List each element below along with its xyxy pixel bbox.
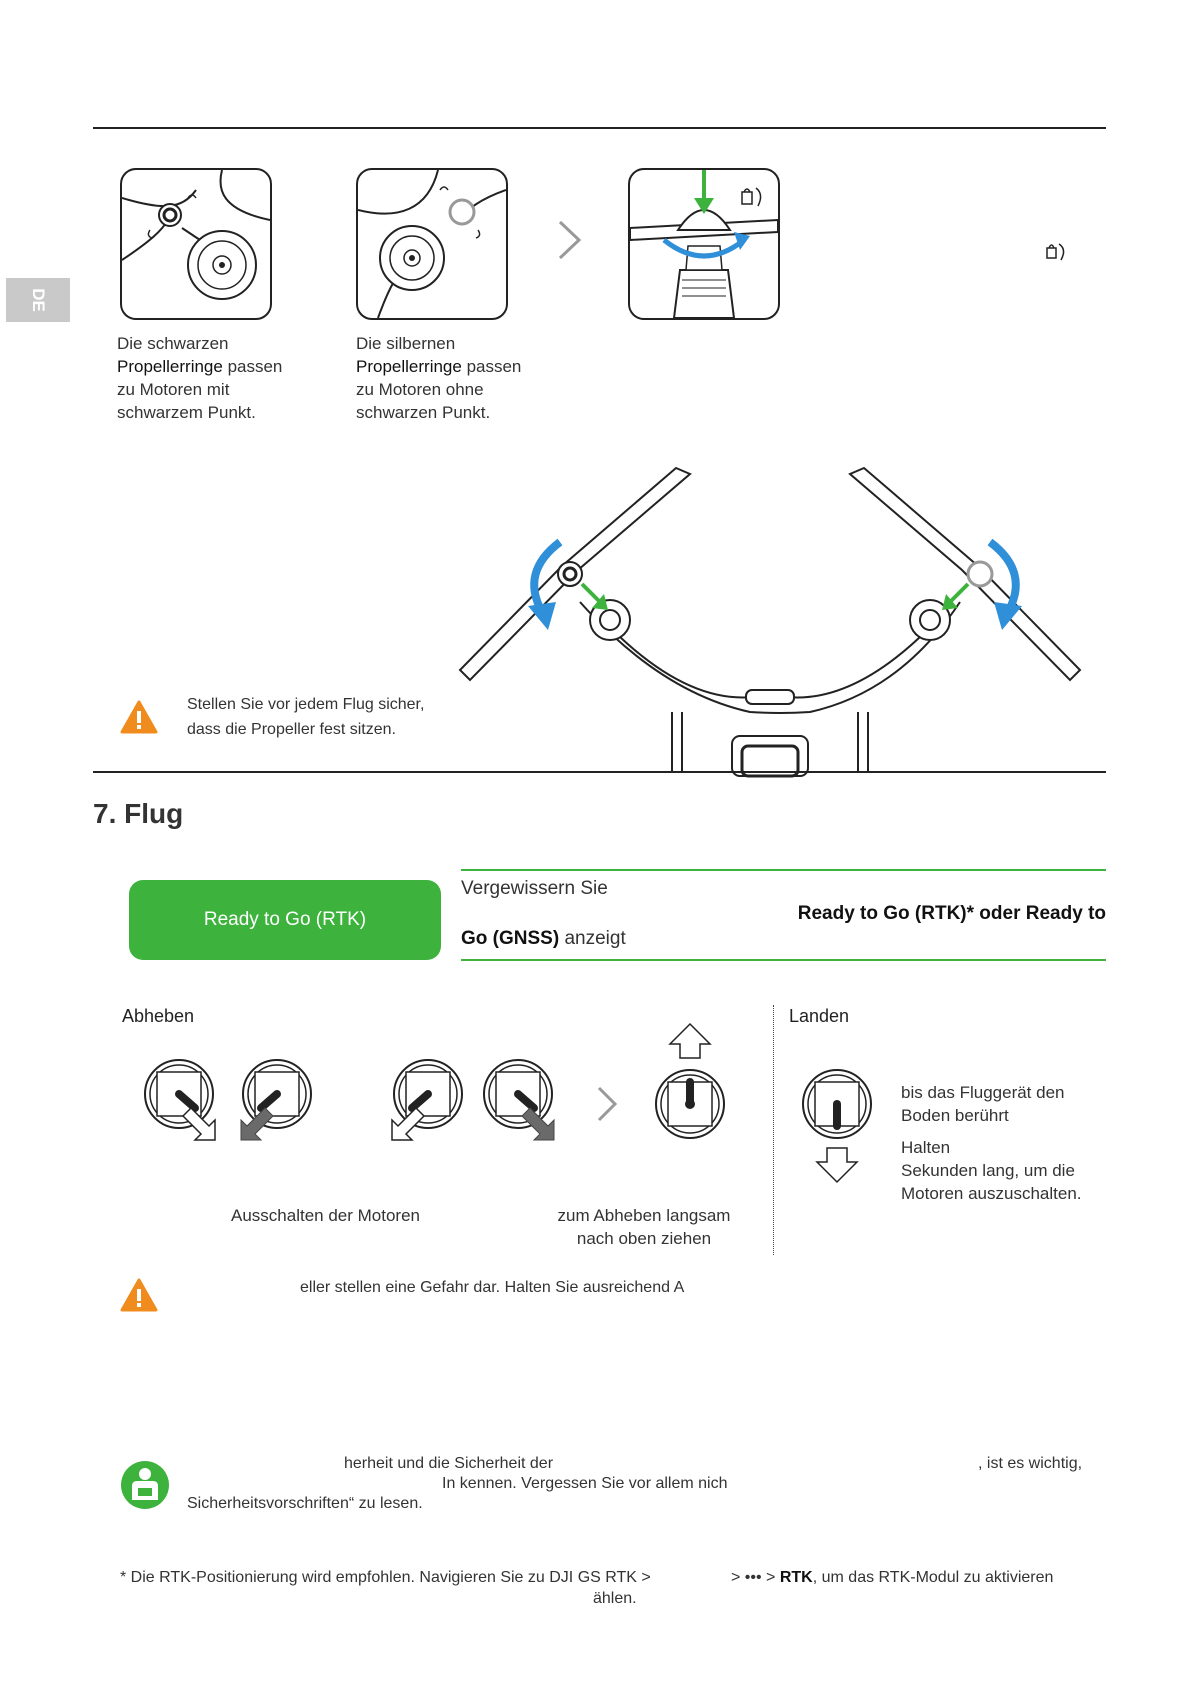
- section-rule: [93, 771, 1106, 773]
- green-rule-bottom: [461, 959, 1106, 961]
- propeller-danger-warning: eller stellen eine Gefahr dar. Halten Si…: [300, 1279, 685, 1296]
- footnote-line2: ählen.: [593, 1590, 637, 1607]
- stick-down-left-icon: [240, 1059, 312, 1141]
- section-title: 7. Flug: [93, 798, 184, 829]
- black-propeller-ring-image: [120, 168, 272, 320]
- footnote-part1: * Die RTK-Positionierung wird empfohlen.…: [120, 1569, 651, 1586]
- silver-propeller-ring-image: [356, 168, 508, 320]
- check-text-line1: Vergewissern Sie: [461, 878, 608, 899]
- warning-icon: [120, 700, 158, 734]
- safety-person-icon: [121, 1461, 169, 1509]
- propeller-warning-text: Stellen Sie vor jedem Flug sicher, dass …: [187, 696, 425, 738]
- chevron-right-icon-2: [597, 1086, 618, 1122]
- takeoff-landing-divider: [773, 1005, 774, 1255]
- language-tab[interactable]: DE: [6, 278, 70, 322]
- landing-text: bis das Fluggerät den Boden berührt Halt…: [901, 1083, 1082, 1203]
- takeoff-heading: Abheben: [122, 1006, 195, 1026]
- green-rule-top: [461, 869, 1106, 871]
- lift-caption: zum Abheben langsam nach oben ziehen: [557, 1206, 731, 1248]
- throttle-up-icon: [655, 1022, 725, 1139]
- drone-propeller-illustration: [458, 466, 1082, 778]
- propeller-mounting-image: [628, 168, 780, 320]
- throttle-down-icon: [802, 1069, 872, 1184]
- safety-note-line1b: , ist es wichtig,: [978, 1455, 1083, 1472]
- stick-down-right-icon: [144, 1059, 216, 1141]
- check-text-line3: Go (GNSS) anzeigt: [461, 928, 626, 949]
- language-tab-label: DE: [29, 288, 48, 312]
- footnote-part2: > ••• > RTK, um das RTK-Modul zu aktivie…: [731, 1569, 1054, 1586]
- motors-caption: Ausschalten der Motoren: [231, 1206, 420, 1225]
- stick-down-right-filled-icon: [483, 1059, 555, 1141]
- caption-black-rings: Die schwarzen Propellerringe passen zu M…: [117, 334, 283, 422]
- stick-down-left-outline-icon: [391, 1059, 463, 1141]
- check-text-line2: Ready to Go (RTK)* oder Ready to: [797, 903, 1106, 924]
- chevron-right-icon: [558, 220, 582, 260]
- warning-icon-2: [120, 1278, 158, 1312]
- lock-rotate-icon: [1046, 243, 1065, 261]
- caption-silver-rings: Die silbernen Propellerringe passen zu M…: [356, 334, 522, 422]
- landing-heading: Landen: [789, 1006, 850, 1026]
- safety-note-line2: In kennen. Vergessen Sie vor allem nich: [442, 1475, 728, 1492]
- safety-note-line3: Sicherheitsvorschriften“ zu lesen.: [187, 1495, 423, 1512]
- top-rule: [93, 127, 1106, 129]
- safety-note-line1a: herheit und die Sicherheit der: [344, 1455, 554, 1472]
- ready-to-go-status: Ready to Go (RTK): [129, 880, 441, 960]
